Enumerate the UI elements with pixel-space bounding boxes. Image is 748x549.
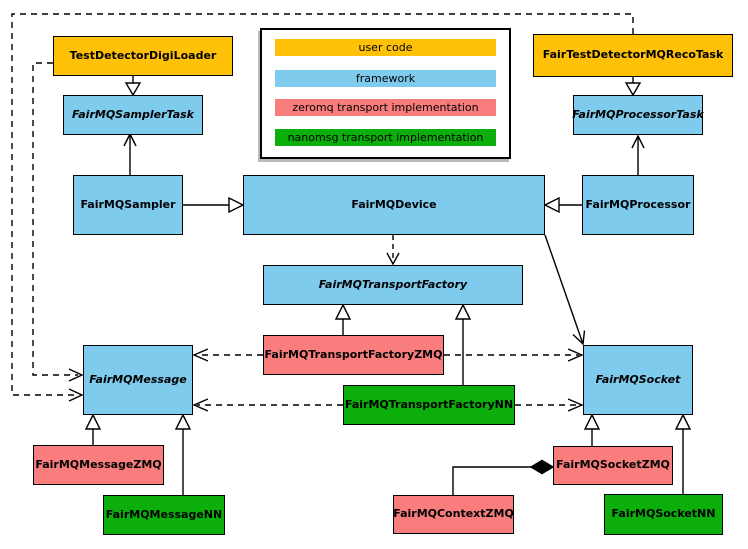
legend-item-nanomsg: nanomsg transport implementation [275, 129, 496, 146]
node-label: FairMQMessage [89, 372, 187, 386]
node-label: FairMQMessageNN [105, 507, 223, 521]
edge-contextzmq-socketzmq [452, 459, 555, 495]
edge-processor-device [543, 196, 582, 214]
node-fairmqprocessor: FairMQProcessor [582, 175, 694, 235]
edge-device-transportfactory [386, 235, 400, 266]
edge-tfzmq-message [192, 348, 263, 362]
edge-tfnn-socket [515, 398, 584, 412]
edge-sampler-samplertask [123, 132, 137, 175]
node-fairmqmessage: FairMQMessage [83, 345, 193, 415]
edge-messagezmq-message [84, 413, 102, 445]
node-fairmqdevice: FairMQDevice [243, 175, 545, 235]
node-fairtestdetectormqrecotask: FairTestDetectorMQRecoTask [533, 34, 733, 77]
node-label: TestDetectorDigiLoader [69, 48, 217, 62]
node-label: FairMQProcessorTask [572, 107, 704, 121]
node-label: FairMQMessageZMQ [35, 457, 162, 471]
legend-item-framework: framework [275, 70, 496, 87]
node-label: FairMQSocketNN [611, 507, 716, 521]
node-label: FairMQSampler [80, 197, 176, 211]
node-fairmqtransportfactoryzmq: FairMQTransportFactoryZMQ [263, 335, 444, 375]
edge-device-socket [544, 234, 586, 346]
node-label: FairMQProcessor [585, 197, 691, 211]
node-fairmqsamplertask: FairMQSamplerTask [63, 95, 203, 135]
edge-sampler-device [183, 196, 245, 214]
node-label: FairMQContextZMQ [393, 507, 514, 521]
node-label: FairMQSocketZMQ [556, 458, 670, 472]
node-label: FairMQSocket [595, 372, 681, 386]
edge-socketzmq-socket [583, 413, 601, 446]
node-fairmqsocket: FairMQSocket [583, 345, 693, 415]
node-fairmqprocessortask: FairMQProcessorTask [572, 95, 704, 135]
legend-item-user-code: user code [275, 39, 496, 56]
node-label: FairMQTransportFactoryZMQ [264, 347, 443, 361]
node-fairmqtransportfactory: FairMQTransportFactory [263, 265, 523, 305]
node-fairmqsampler: FairMQSampler [73, 175, 183, 235]
edge-tfzmq-transportfactory [334, 303, 352, 335]
node-label: FairMQTransportFactoryNN [344, 397, 514, 411]
edge-digiloader-message [32, 62, 84, 382]
legend-label: zeromq transport implementation [292, 101, 479, 114]
node-testdetectordigiloader: TestDetectorDigiLoader [53, 36, 233, 76]
legend-label: framework [355, 72, 416, 85]
edge-socketnn-socket [674, 413, 692, 494]
node-label: FairMQTransportFactory [318, 277, 468, 291]
legend-item-zeromq: zeromq transport implementation [275, 99, 496, 116]
node-fairmqmessagenn: FairMQMessageNN [103, 495, 225, 535]
legend-label: nanomsg transport implementation [287, 131, 484, 144]
node-fairmqmessagezmq: FairMQMessageZMQ [33, 445, 164, 485]
legend: user code framework zeromq transport imp… [260, 28, 511, 159]
edge-tfzmq-socket [444, 348, 584, 362]
node-fairmqtransportfactorynn: FairMQTransportFactoryNN [343, 385, 515, 425]
edge-processor-processortask [631, 134, 645, 175]
node-fairmqsocketnn: FairMQSocketNN [604, 494, 723, 535]
edge-recotask-processortask [624, 77, 642, 97]
node-fairmqcontextzmq: FairMQContextZMQ [393, 495, 514, 534]
node-label: FairMQSamplerTask [72, 107, 194, 121]
edge-messagenn-message [174, 413, 192, 495]
node-fairmqsocketzmq: FairMQSocketZMQ [553, 446, 673, 485]
node-label: FairTestDetectorMQRecoTask [542, 48, 724, 62]
edge-recotask-message [11, 13, 634, 402]
edge-digiloader-samplertask [124, 76, 142, 97]
edge-tfnn-transportfactory [454, 303, 472, 385]
legend-label: user code [358, 41, 413, 54]
node-label: FairMQDevice [351, 197, 437, 211]
edge-tfnn-message [192, 398, 343, 412]
